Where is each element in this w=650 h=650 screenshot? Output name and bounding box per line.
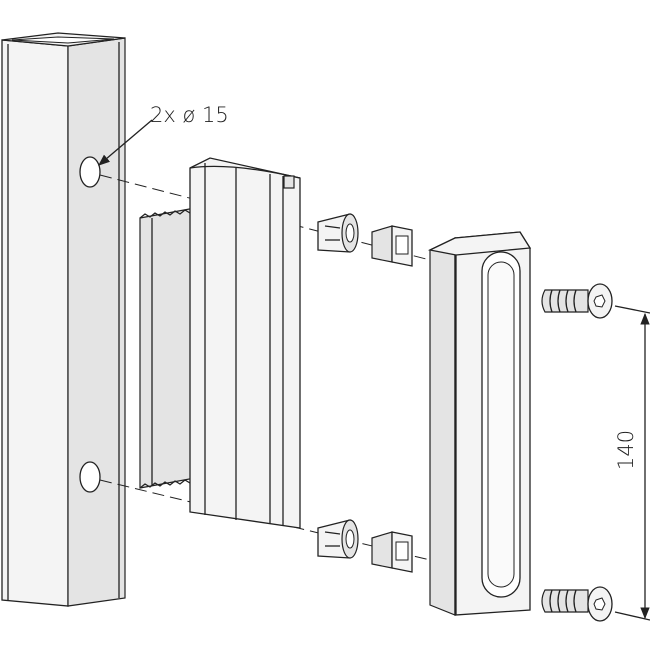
sleeve-bottom bbox=[317, 519, 359, 559]
screw-bottom bbox=[541, 586, 613, 622]
toothed-insert bbox=[139, 207, 196, 489]
hole-leader-line bbox=[98, 119, 153, 166]
bracket-plate bbox=[189, 157, 301, 529]
dimension-label: 140 bbox=[614, 430, 638, 470]
square-nut-bottom bbox=[371, 531, 413, 573]
square-nut-top bbox=[371, 225, 413, 267]
screw-top bbox=[541, 283, 613, 319]
handle bbox=[427, 231, 532, 616]
mounting-hole-top bbox=[79, 156, 101, 188]
hole-label: 2x ø 15 bbox=[150, 103, 229, 127]
mounting-hole-bottom bbox=[79, 461, 101, 493]
sleeve-top bbox=[317, 213, 359, 253]
square-post bbox=[1, 32, 126, 607]
extension-line-top bbox=[614, 305, 650, 314]
